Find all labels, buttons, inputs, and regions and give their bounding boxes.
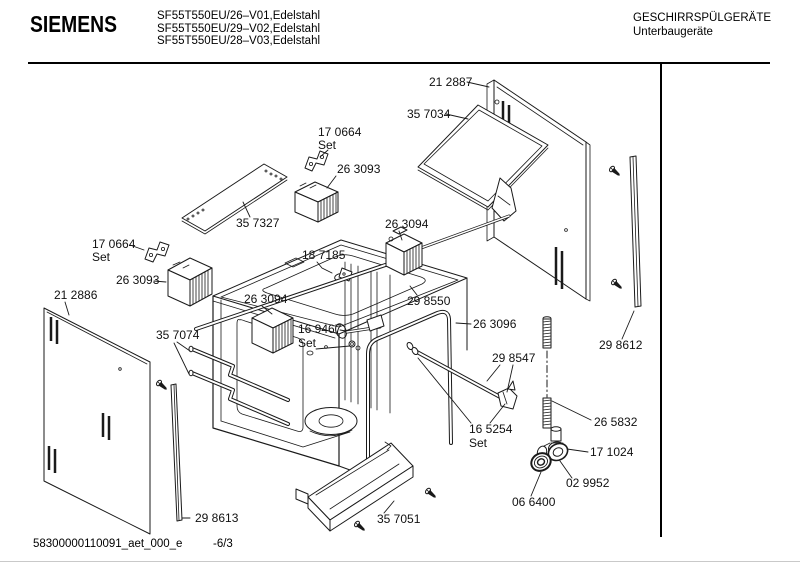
document-code: 58300000110091_aet_000_e [33, 538, 183, 550]
part-label: 26 5832 [594, 415, 638, 429]
part-26-3094-module-right [385, 226, 423, 276]
part-label: 26 3096 [473, 317, 517, 331]
part-17-0664-bracket-left [144, 241, 170, 263]
part-label: 21 2886 [54, 288, 98, 302]
part-label: 29 8547 [492, 351, 536, 365]
part-labels: 21 2887 35 7034 17 0664 Set 26 3093 35 7… [54, 75, 643, 526]
part-label: 06 6400 [512, 495, 556, 509]
part-29-8613-trim-strip [170, 383, 183, 522]
part-26-3093-module-left [167, 257, 213, 307]
part-label: 17 0664 [92, 237, 136, 251]
model-line: SF55T550EU/26–V01,Edelstahl [157, 10, 321, 22]
page-indicator: -6/3 [213, 538, 233, 550]
part-label: 17 1024 [590, 445, 634, 459]
part-label: 35 7074 [156, 328, 200, 342]
right-divider [660, 64, 662, 537]
part-label: 29 8613 [195, 511, 239, 525]
part-label: Set [92, 250, 111, 264]
part-label: 29 8612 [599, 338, 643, 352]
part-label: 26 3093 [337, 162, 381, 176]
part-label: 21 2887 [429, 75, 473, 89]
part-06-6400-grommet [530, 452, 552, 472]
part-17-0664-bracket-top [304, 150, 329, 172]
part-label: 26 3094 [385, 217, 429, 231]
part-label: 26 3093 [116, 273, 160, 287]
part-label: 26 3094 [244, 292, 288, 306]
part-label: 16 5254 [469, 422, 513, 436]
part-label: 29 8550 [407, 294, 451, 308]
bottom-divider [0, 561, 800, 562]
model-line: SF55T550EU/28–V03,Edelstahl [157, 35, 321, 47]
part-label: 35 7051 [377, 512, 421, 526]
part-29-8547-spray-pipe [406, 341, 518, 410]
part-35-7327-insulation-plate [181, 163, 288, 235]
part-label: 18 7185 [302, 248, 346, 262]
part-label: 35 7327 [236, 216, 280, 230]
part-label: 35 7034 [407, 107, 451, 121]
part-label: Set [298, 336, 317, 350]
part-16-9467-set [306, 314, 385, 356]
category-subtitle: Unterbaugeräte [633, 25, 713, 38]
part-26-3093-module-top [294, 181, 339, 223]
part-26-3094-module-center [251, 307, 294, 354]
part-35-7051-base [295, 441, 414, 532]
part-02-9952-seal [547, 442, 569, 462]
part-29-8550-rail [194, 255, 411, 331]
model-list: SF55T550EU/26–V01,Edelstahl SF55T550EU/2… [157, 10, 320, 48]
part-35-7074-pipes [188, 345, 290, 426]
model-line: SF55T550EU/29–V02,Edelstahl [157, 22, 321, 35]
brand-logo: SIEMENS [30, 11, 117, 37]
part-label: 16 9467 [298, 322, 342, 336]
leader-lines [64, 81, 635, 519]
part-label: Set [318, 138, 337, 152]
header-divider [28, 62, 770, 64]
category-block: GESCHIRRSPÜLGERÄTE Unterbaugeräte [633, 12, 771, 39]
part-label: 02 9952 [566, 476, 610, 490]
part-29-8612-trim-strip [629, 155, 642, 308]
part-26-3096-frame-hoop [366, 309, 453, 491]
category-title: GESCHIRRSPÜLGERÄTE [633, 12, 772, 24]
part-label: 17 0664 [318, 125, 362, 139]
part-21-2886-side-panel [43, 307, 151, 535]
part-label: Set [469, 436, 488, 450]
part-26-5832-spindle [542, 316, 552, 429]
